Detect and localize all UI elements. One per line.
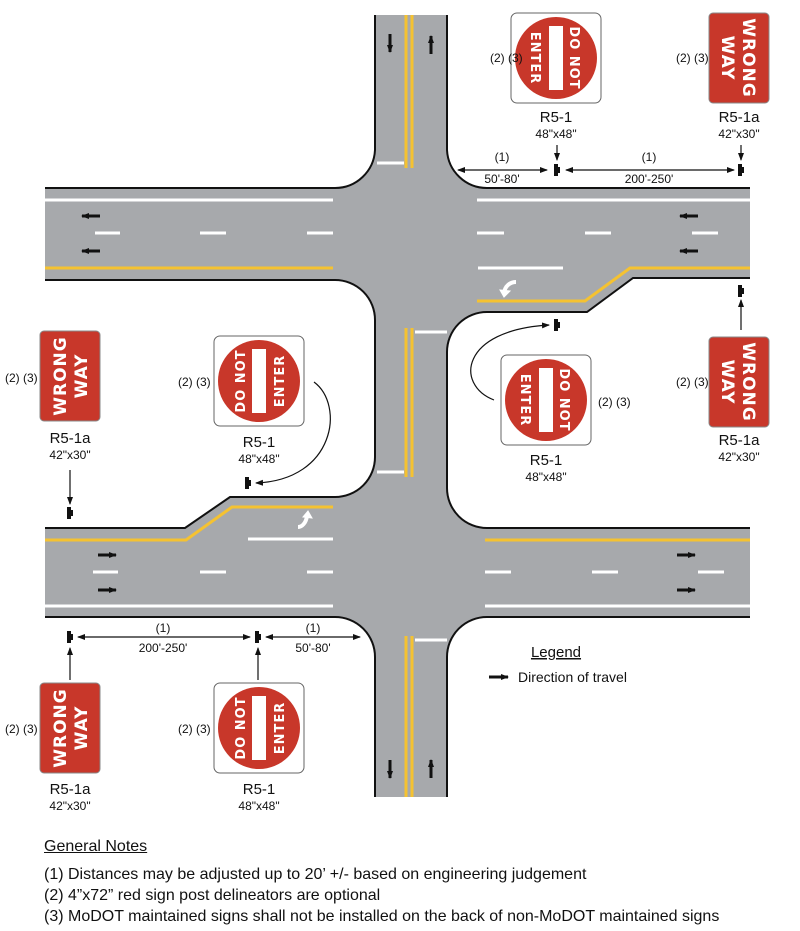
note-1: (1) Distances may be adjusted up to 20’ …: [44, 866, 587, 883]
note-3: (3) MoDOT maintained signs shall not be …: [44, 908, 720, 925]
sign-white-bar: [549, 26, 563, 90]
sign-notes-label: (2) (3): [178, 375, 211, 389]
sign-notes-label: (2) (3): [490, 51, 523, 65]
sign-code-label: R5-1: [540, 109, 573, 126]
sign-text-enter: ENTER: [527, 32, 542, 85]
sign-group-top-center: DO NOT ENTER (2) (3) R5-148"x48": [490, 12, 602, 141]
sign-code-label: R5-1a: [719, 432, 761, 449]
sign-code-label: R5-1a: [50, 430, 92, 447]
dimension-range: 50'-80': [484, 172, 519, 186]
dimension-range: 200'-250': [139, 641, 188, 655]
sign-text-way: WAY: [72, 706, 92, 751]
sign-notes-label: (2) (3): [5, 722, 38, 736]
curb-lines: [45, 15, 750, 797]
dimension-range: 200'-250': [625, 172, 674, 186]
sign-group-bottom-center: DO NOT ENTER (2) (3) R5-148"x48": [178, 682, 305, 813]
general-notes-title: General Notes: [44, 838, 148, 855]
sign-text-do-not: DO NOT: [234, 696, 249, 759]
roadway: [45, 15, 750, 797]
sign-group-mid-right: DO NOT ENTER (2) (3) R5-148"x48": [500, 354, 631, 484]
sign-size-label: 48"x48": [525, 470, 566, 484]
sign-post-icon: [67, 631, 73, 643]
sign-text-way: WAY: [717, 360, 737, 405]
sign-notes-label: (2) (3): [598, 395, 631, 409]
sign-size-label: 42"x30": [718, 450, 759, 464]
sign-text-wrong: WRONG: [738, 18, 758, 97]
sign-text-wrong: WRONG: [51, 688, 71, 767]
leader-curve-arrow: [255, 381, 331, 486]
leader-curve-arrow: [470, 322, 550, 401]
general-notes: General Notes (1) Distances may be adjus…: [44, 836, 719, 927]
dimension-range: 50'-80': [295, 641, 330, 655]
sign-size-label: 48"x48": [535, 127, 576, 141]
sign-size-label: 42"x30": [718, 127, 759, 141]
sign-text-do-not: DO NOT: [556, 368, 571, 431]
sign-text-wrong: WRONG: [51, 336, 71, 415]
do-not-enter-sign: DO NOT ENTER: [213, 682, 305, 774]
sign-post-icon: [738, 285, 744, 297]
sign-notes-label: (2) (3): [5, 371, 38, 385]
sign-white-bar: [252, 696, 266, 760]
sign-post-icon: [255, 631, 261, 643]
legend-title: Legend: [531, 644, 581, 661]
sign-post-icon: [245, 477, 251, 489]
sign-text-wrong: WRONG: [738, 342, 758, 421]
sign-post-icon: [554, 319, 560, 331]
sign-code-label: R5-1: [243, 781, 276, 798]
do-not-enter-sign: DO NOT ENTER: [500, 354, 592, 446]
sign-red-panel: [708, 336, 770, 428]
sign-group-mid-left: DO NOT ENTER (2) (3) R5-148"x48": [178, 335, 305, 466]
sign-code-label: R5-1a: [719, 109, 761, 126]
sign-code-label: R5-1: [530, 452, 563, 469]
sign-text-enter: ENTER: [273, 702, 288, 755]
sign-text-enter: ENTER: [517, 374, 532, 427]
sign-red-panel: [39, 330, 101, 422]
sign-text-way: WAY: [717, 36, 737, 81]
note-2: (2) 4”x72” red sign post delineators are…: [44, 887, 381, 904]
sign-size-label: 42"x30": [49, 448, 90, 462]
sign-post-icon: [554, 164, 560, 176]
sign-text-do-not: DO NOT: [566, 26, 581, 89]
sign-text-enter: ENTER: [273, 355, 288, 408]
sign-code-label: R5-1a: [50, 781, 92, 798]
sign-notes-label: (2) (3): [676, 375, 709, 389]
do-not-enter-sign: DO NOT ENTER: [510, 12, 602, 104]
white-lane-markings: [45, 161, 750, 642]
sign-text-way: WAY: [72, 354, 92, 399]
yellow-center-lines: [45, 15, 750, 797]
sign-code-label: R5-1: [243, 434, 276, 451]
dimension-note: (1): [156, 621, 171, 635]
sign-white-bar: [539, 368, 553, 432]
sign-text-do-not: DO NOT: [234, 349, 249, 412]
sign-post-icon: [738, 164, 744, 176]
sign-red-panel: [708, 12, 770, 104]
sign-size-label: 48"x48": [238, 799, 279, 813]
dimension-note: (1): [642, 150, 657, 164]
sign-white-bar: [252, 349, 266, 413]
do-not-enter-sign: DO NOT ENTER: [213, 335, 305, 427]
sign-red-panel: [39, 682, 101, 774]
legend-label: Direction of travel: [518, 669, 627, 685]
sign-notes-label: (2) (3): [676, 51, 709, 65]
dimension-note: (1): [495, 150, 510, 164]
sign-post-icon: [67, 507, 73, 519]
sign-size-label: 42"x30": [49, 799, 90, 813]
sign-notes-label: (2) (3): [178, 722, 211, 736]
sign-size-label: 48"x48": [238, 452, 279, 466]
dimension-note: (1): [306, 621, 321, 635]
